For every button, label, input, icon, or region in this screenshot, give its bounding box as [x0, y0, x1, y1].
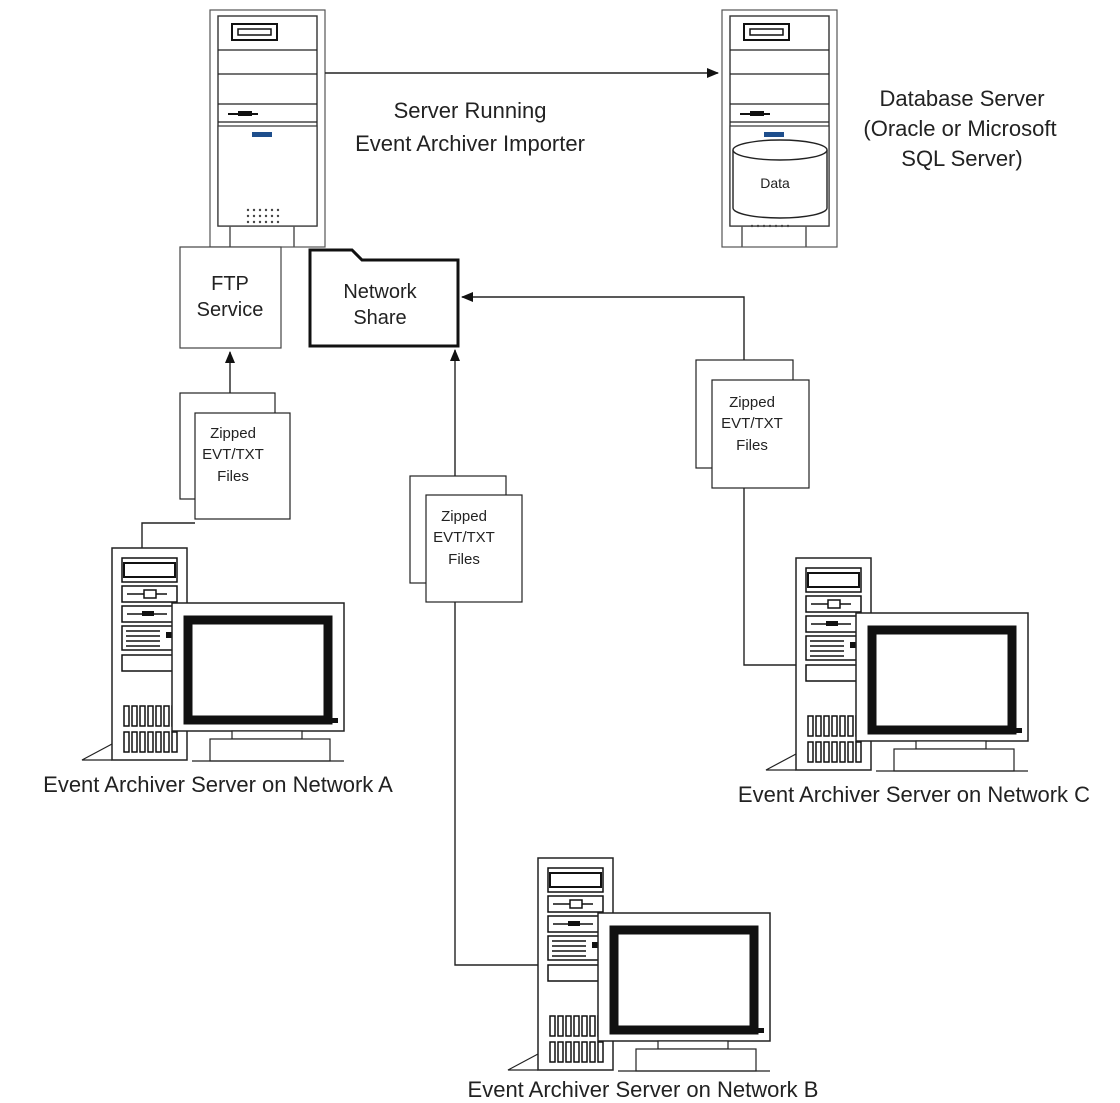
zipped-files-a-line2: EVT/TXT [202, 446, 264, 463]
zipped-files-a [179, 392, 291, 520]
zipped-files-c [695, 359, 810, 489]
server-c-label: Event Archiver Server on Network C [738, 782, 1090, 807]
network-share-label-line2: Share [353, 307, 406, 329]
zipped-files-c-line1: Zipped [729, 394, 775, 411]
event-archiver-server-c [766, 558, 1028, 771]
zipped-files-a-line3: Files [217, 468, 249, 485]
drive-vents-icon [246, 208, 280, 224]
zipped-files-b-line1: Zipped [441, 508, 487, 525]
database-label-line1: Database Server [879, 86, 1044, 111]
event-archiver-server-b [508, 858, 770, 1071]
zipped-files-c-line3: Files [736, 437, 768, 454]
files-c-to-share-arrow [461, 292, 745, 360]
zipped-files-b-line2: EVT/TXT [433, 529, 495, 546]
ftp-label-line2: Service [197, 299, 264, 321]
zipped-files-b [409, 475, 523, 603]
server-b-label: Event Archiver Server on Network B [468, 1077, 819, 1102]
database-disk-label: Data [760, 175, 790, 191]
database-server [721, 9, 838, 248]
database-label-line3: SQL Server) [901, 146, 1022, 171]
ftp-service-box [179, 246, 282, 349]
database-disk-icon [732, 139, 828, 228]
zipped-files-a-line1: Zipped [210, 425, 256, 442]
importer-server [209, 9, 326, 248]
importer-label-line2: Event Archiver Importer [355, 131, 585, 156]
database-label-line2: (Oracle or Microsoft [863, 116, 1056, 141]
server-b-to-files-b-line [454, 602, 541, 966]
ftp-label-line1: FTP [211, 273, 249, 295]
event-archiver-server-a [82, 548, 344, 761]
server-c-to-files-c-line [743, 488, 797, 666]
server-a-label: Event Archiver Server on Network A [43, 772, 393, 797]
server-a-to-files-a-line [141, 522, 195, 548]
zipped-files-b-line3: Files [448, 551, 480, 568]
network-share-label-line1: Network [343, 281, 417, 303]
importer-label-line1: Server Running [394, 98, 547, 123]
zipped-files-c-line2: EVT/TXT [721, 415, 783, 432]
network-share-folder-icon [308, 248, 460, 348]
